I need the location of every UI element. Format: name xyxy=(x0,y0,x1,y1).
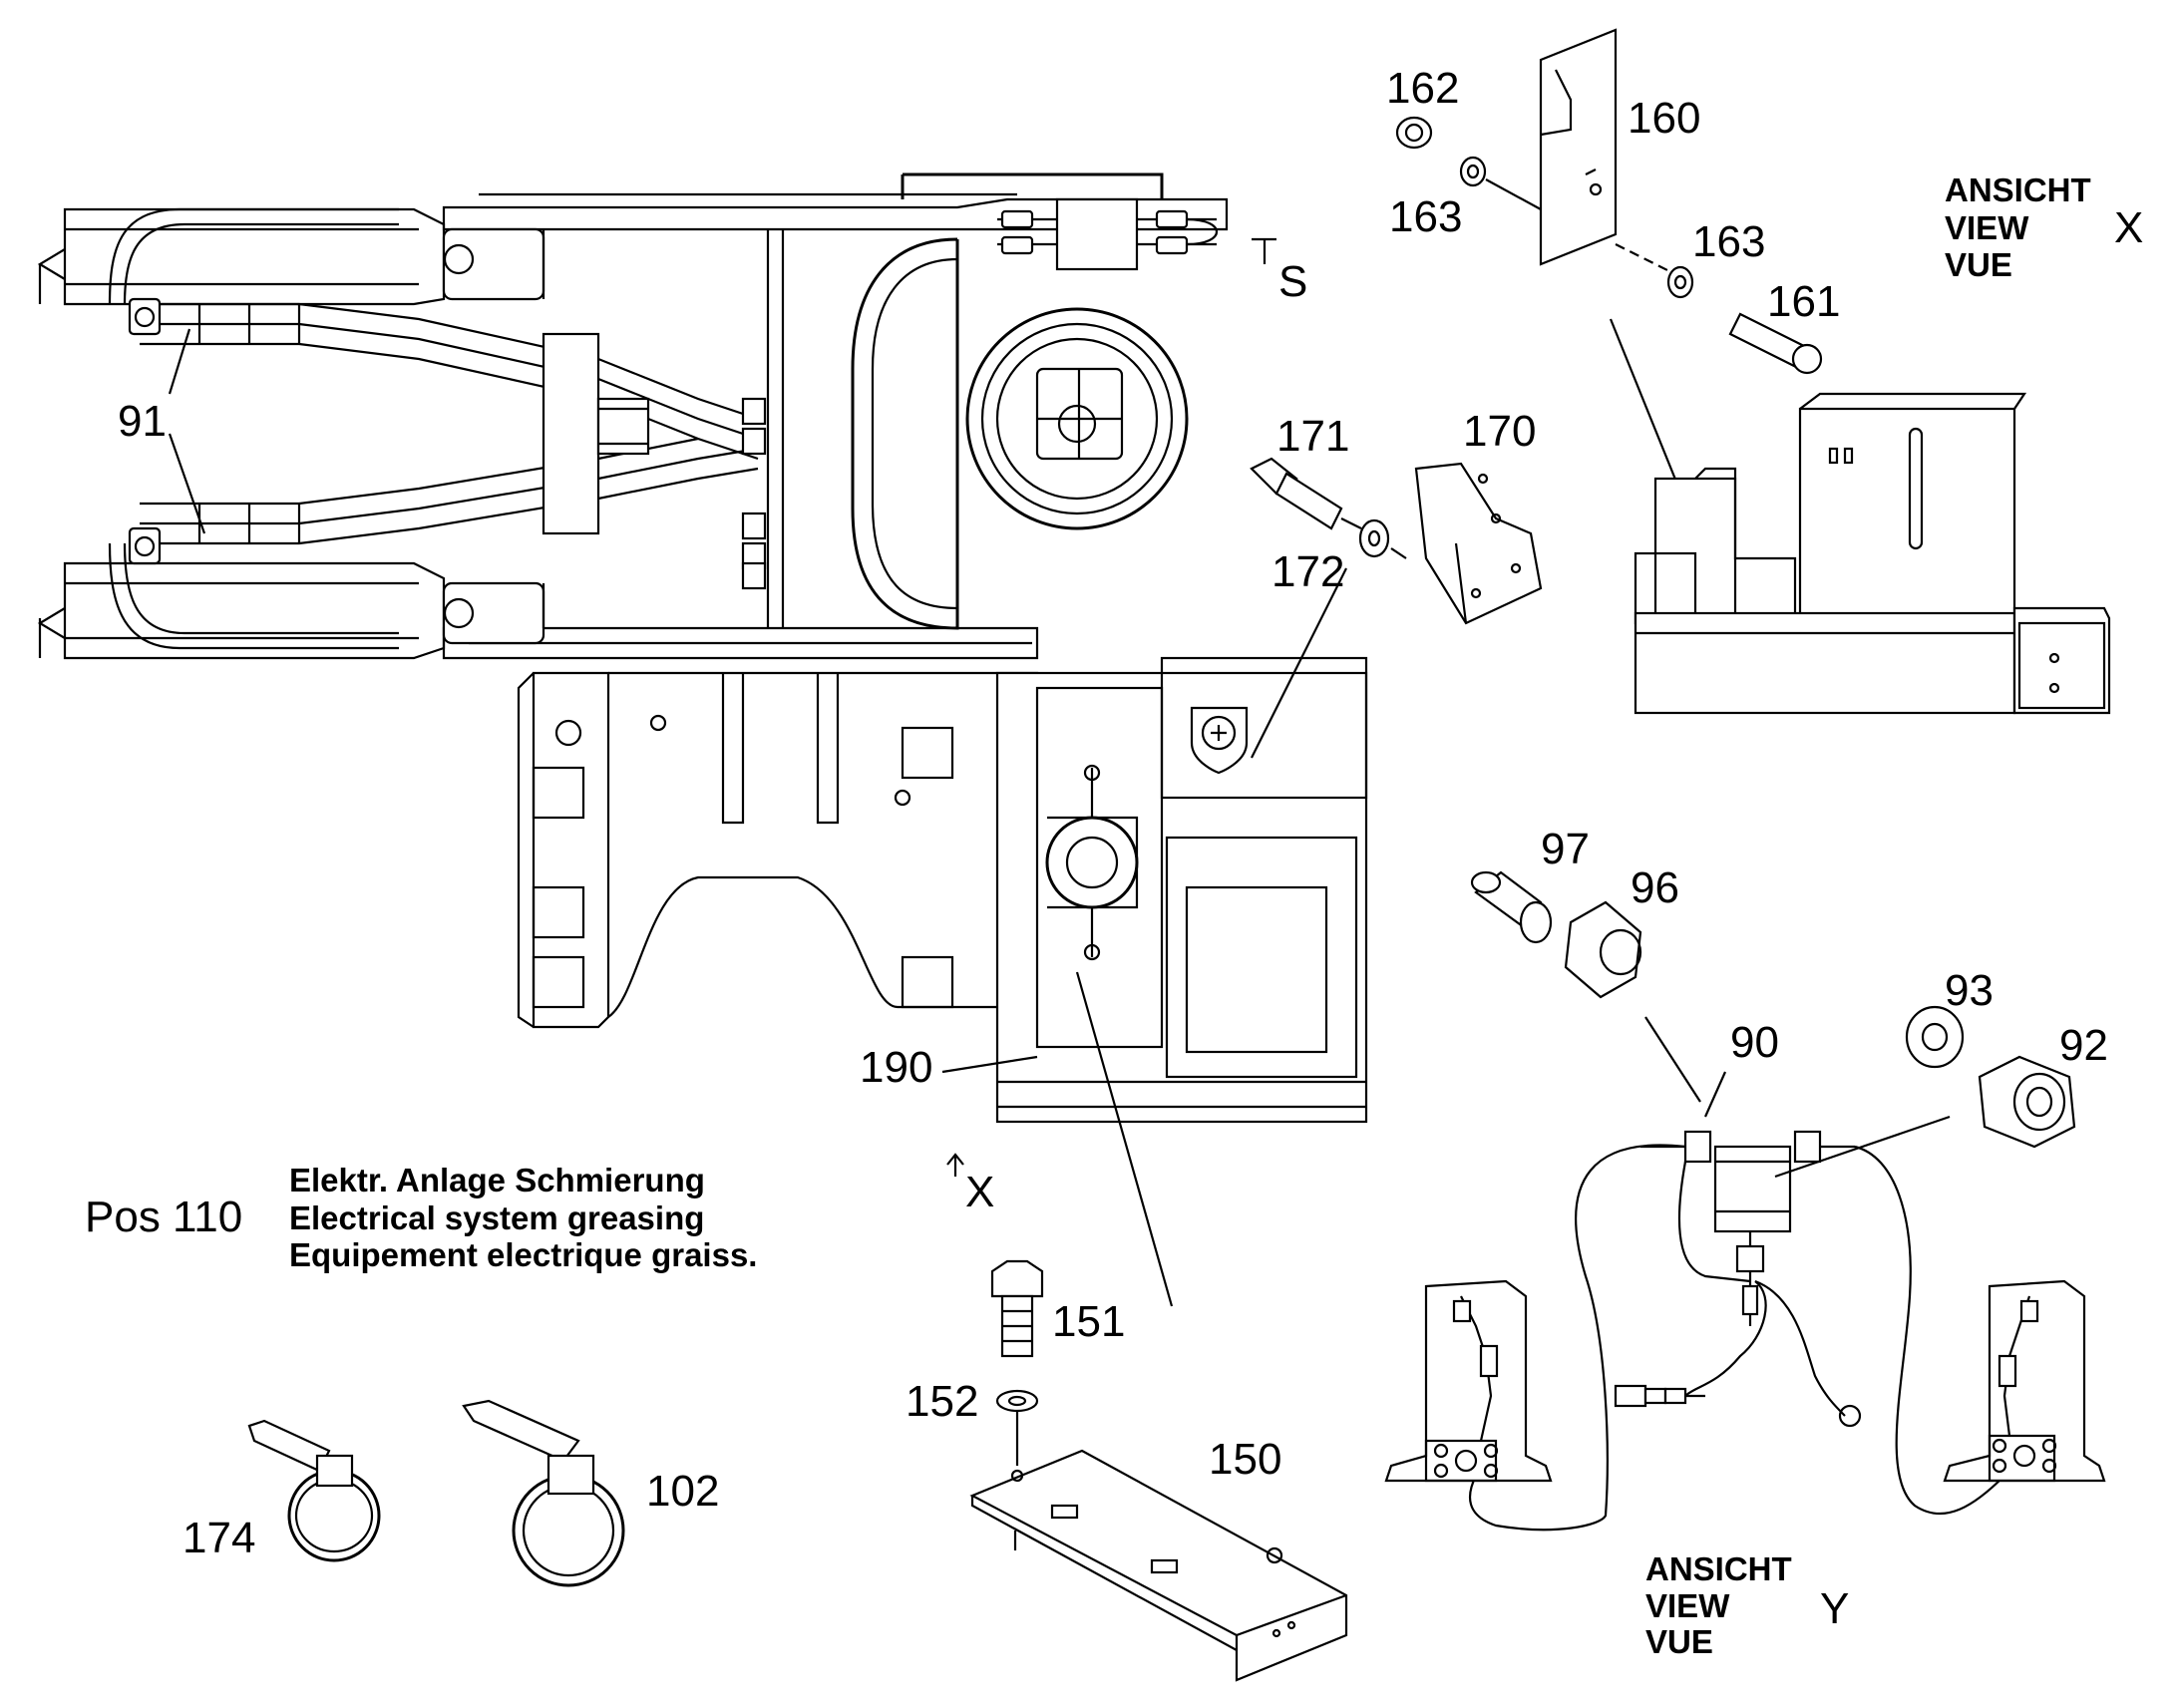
view-y-line2: VIEW xyxy=(1645,1587,1730,1624)
view-x-line2: VIEW xyxy=(1945,209,2029,246)
view-y-harness xyxy=(1384,1016,2106,1532)
label-171: 171 xyxy=(1276,412,1349,461)
label-91: 91 xyxy=(118,397,167,446)
label-163-top: 163 xyxy=(1389,192,1462,241)
label-170: 170 xyxy=(1463,407,1536,456)
leader-lines xyxy=(168,328,1038,1074)
label-151: 151 xyxy=(1052,1297,1125,1346)
view-x-line3: VUE xyxy=(1945,246,2012,283)
view-x-letter: X xyxy=(2114,203,2143,252)
chassis-assembly xyxy=(37,172,1368,1177)
label-150: 150 xyxy=(1209,1435,1281,1484)
label-190: 190 xyxy=(860,1043,932,1092)
marker-s: S xyxy=(1278,257,1307,306)
fittings-93-92 xyxy=(1905,1005,2076,1149)
label-172: 172 xyxy=(1272,547,1344,596)
view-x-line1: ANSICHT xyxy=(1945,171,2091,208)
label-90: 90 xyxy=(1730,1018,1779,1067)
label-92: 92 xyxy=(2059,1021,2108,1070)
view-y-letter: Y xyxy=(1820,1584,1849,1633)
view-y-caption: ANSICHT VIEW VUE Y xyxy=(1645,1550,1849,1660)
bracket-160 xyxy=(1395,28,1823,554)
label-161: 161 xyxy=(1767,277,1840,326)
label-162: 162 xyxy=(1386,64,1459,113)
view-y-line3: VUE xyxy=(1645,1623,1713,1660)
plate-150 xyxy=(969,971,1348,1682)
title-french: Equipement electrique graiss. xyxy=(289,1236,757,1273)
bracket-170 xyxy=(1250,457,1543,759)
marker-x: X xyxy=(965,1168,994,1216)
title-block: Pos 110 Elektr. Anlage Schmierung Electr… xyxy=(85,1162,757,1273)
view-x-detail xyxy=(1634,392,2111,715)
cable-ties xyxy=(247,1399,625,1587)
label-152: 152 xyxy=(906,1377,978,1426)
title-english: Electrical system greasing xyxy=(289,1199,704,1236)
label-96: 96 xyxy=(1631,863,1679,912)
pos-number: Pos 110 xyxy=(85,1193,242,1241)
part-labels: 91 162 163 160 163 161 171 170 172 190 9… xyxy=(118,64,2108,1562)
label-93: 93 xyxy=(1945,966,1994,1015)
fittings-97-96 xyxy=(1470,870,1642,999)
view-y-line1: ANSICHT xyxy=(1645,1550,1792,1587)
label-174: 174 xyxy=(182,1514,255,1562)
label-102: 102 xyxy=(646,1467,719,1516)
label-163-bottom: 163 xyxy=(1692,217,1765,266)
label-160: 160 xyxy=(1628,94,1700,143)
view-x-caption: ANSICHT VIEW VUE X xyxy=(1945,171,2143,283)
label-97: 97 xyxy=(1541,825,1590,873)
title-german: Elektr. Anlage Schmierung xyxy=(289,1162,705,1198)
